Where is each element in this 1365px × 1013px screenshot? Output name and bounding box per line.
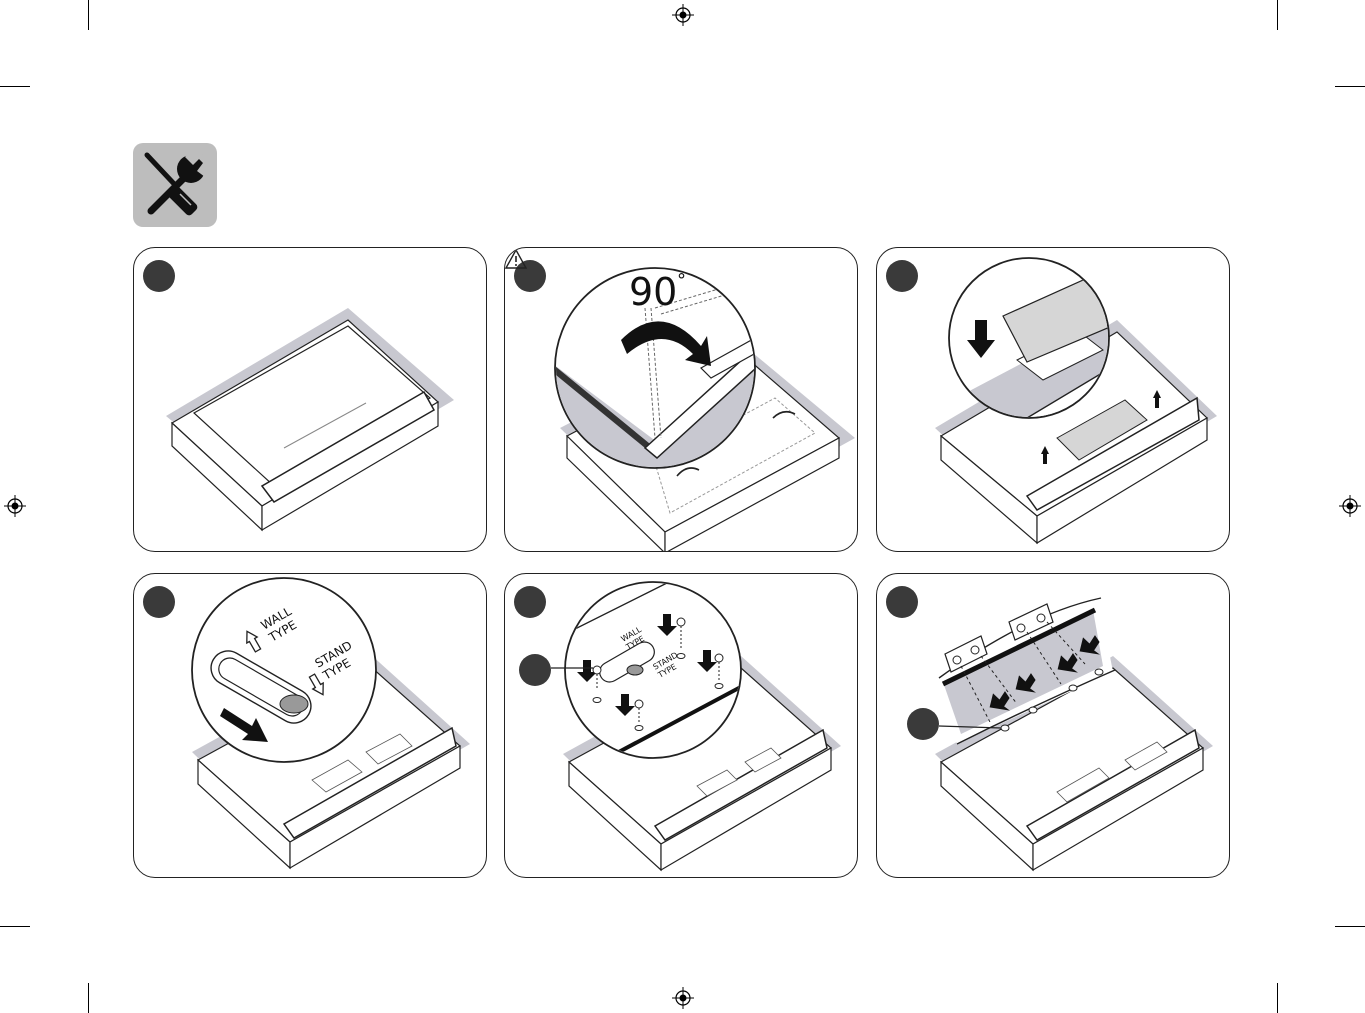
registration-mark-icon [1339, 495, 1361, 517]
registration-mark-icon [672, 4, 694, 26]
crop-mark [1335, 926, 1365, 927]
step-panel-3 [876, 247, 1230, 552]
crop-mark [0, 86, 30, 87]
crop-mark [0, 926, 30, 927]
registration-mark-icon [672, 987, 694, 1009]
step-panel-2: 90 ° [504, 247, 858, 552]
crop-mark [88, 983, 89, 1013]
crop-mark [1277, 983, 1278, 1013]
step-panel-5: WALL TYPE STAND TYPE [504, 573, 858, 878]
remove-screws-icon: WALL TYPE STAND TYPE [505, 574, 858, 878]
attach-brackets-icon [877, 574, 1230, 878]
registration-mark-icon [4, 495, 26, 517]
crop-mark [1335, 86, 1365, 87]
tv-face-down-icon [134, 248, 487, 552]
degree-symbol: ° [677, 270, 686, 291]
step-panel-1 [133, 247, 487, 552]
step-panel-4: WALL TYPE STAND TYPE [133, 573, 487, 878]
crop-mark [88, 0, 89, 30]
slide-switch-icon: WALL TYPE STAND TYPE [134, 574, 487, 878]
remove-cover-icon [877, 248, 1230, 552]
crop-mark [1277, 0, 1278, 30]
step-panel-6 [876, 573, 1230, 878]
rotate-stand-icon: 90 ° [505, 248, 858, 552]
rotation-angle-label: 90 [629, 270, 677, 314]
tools-icon [133, 143, 217, 227]
